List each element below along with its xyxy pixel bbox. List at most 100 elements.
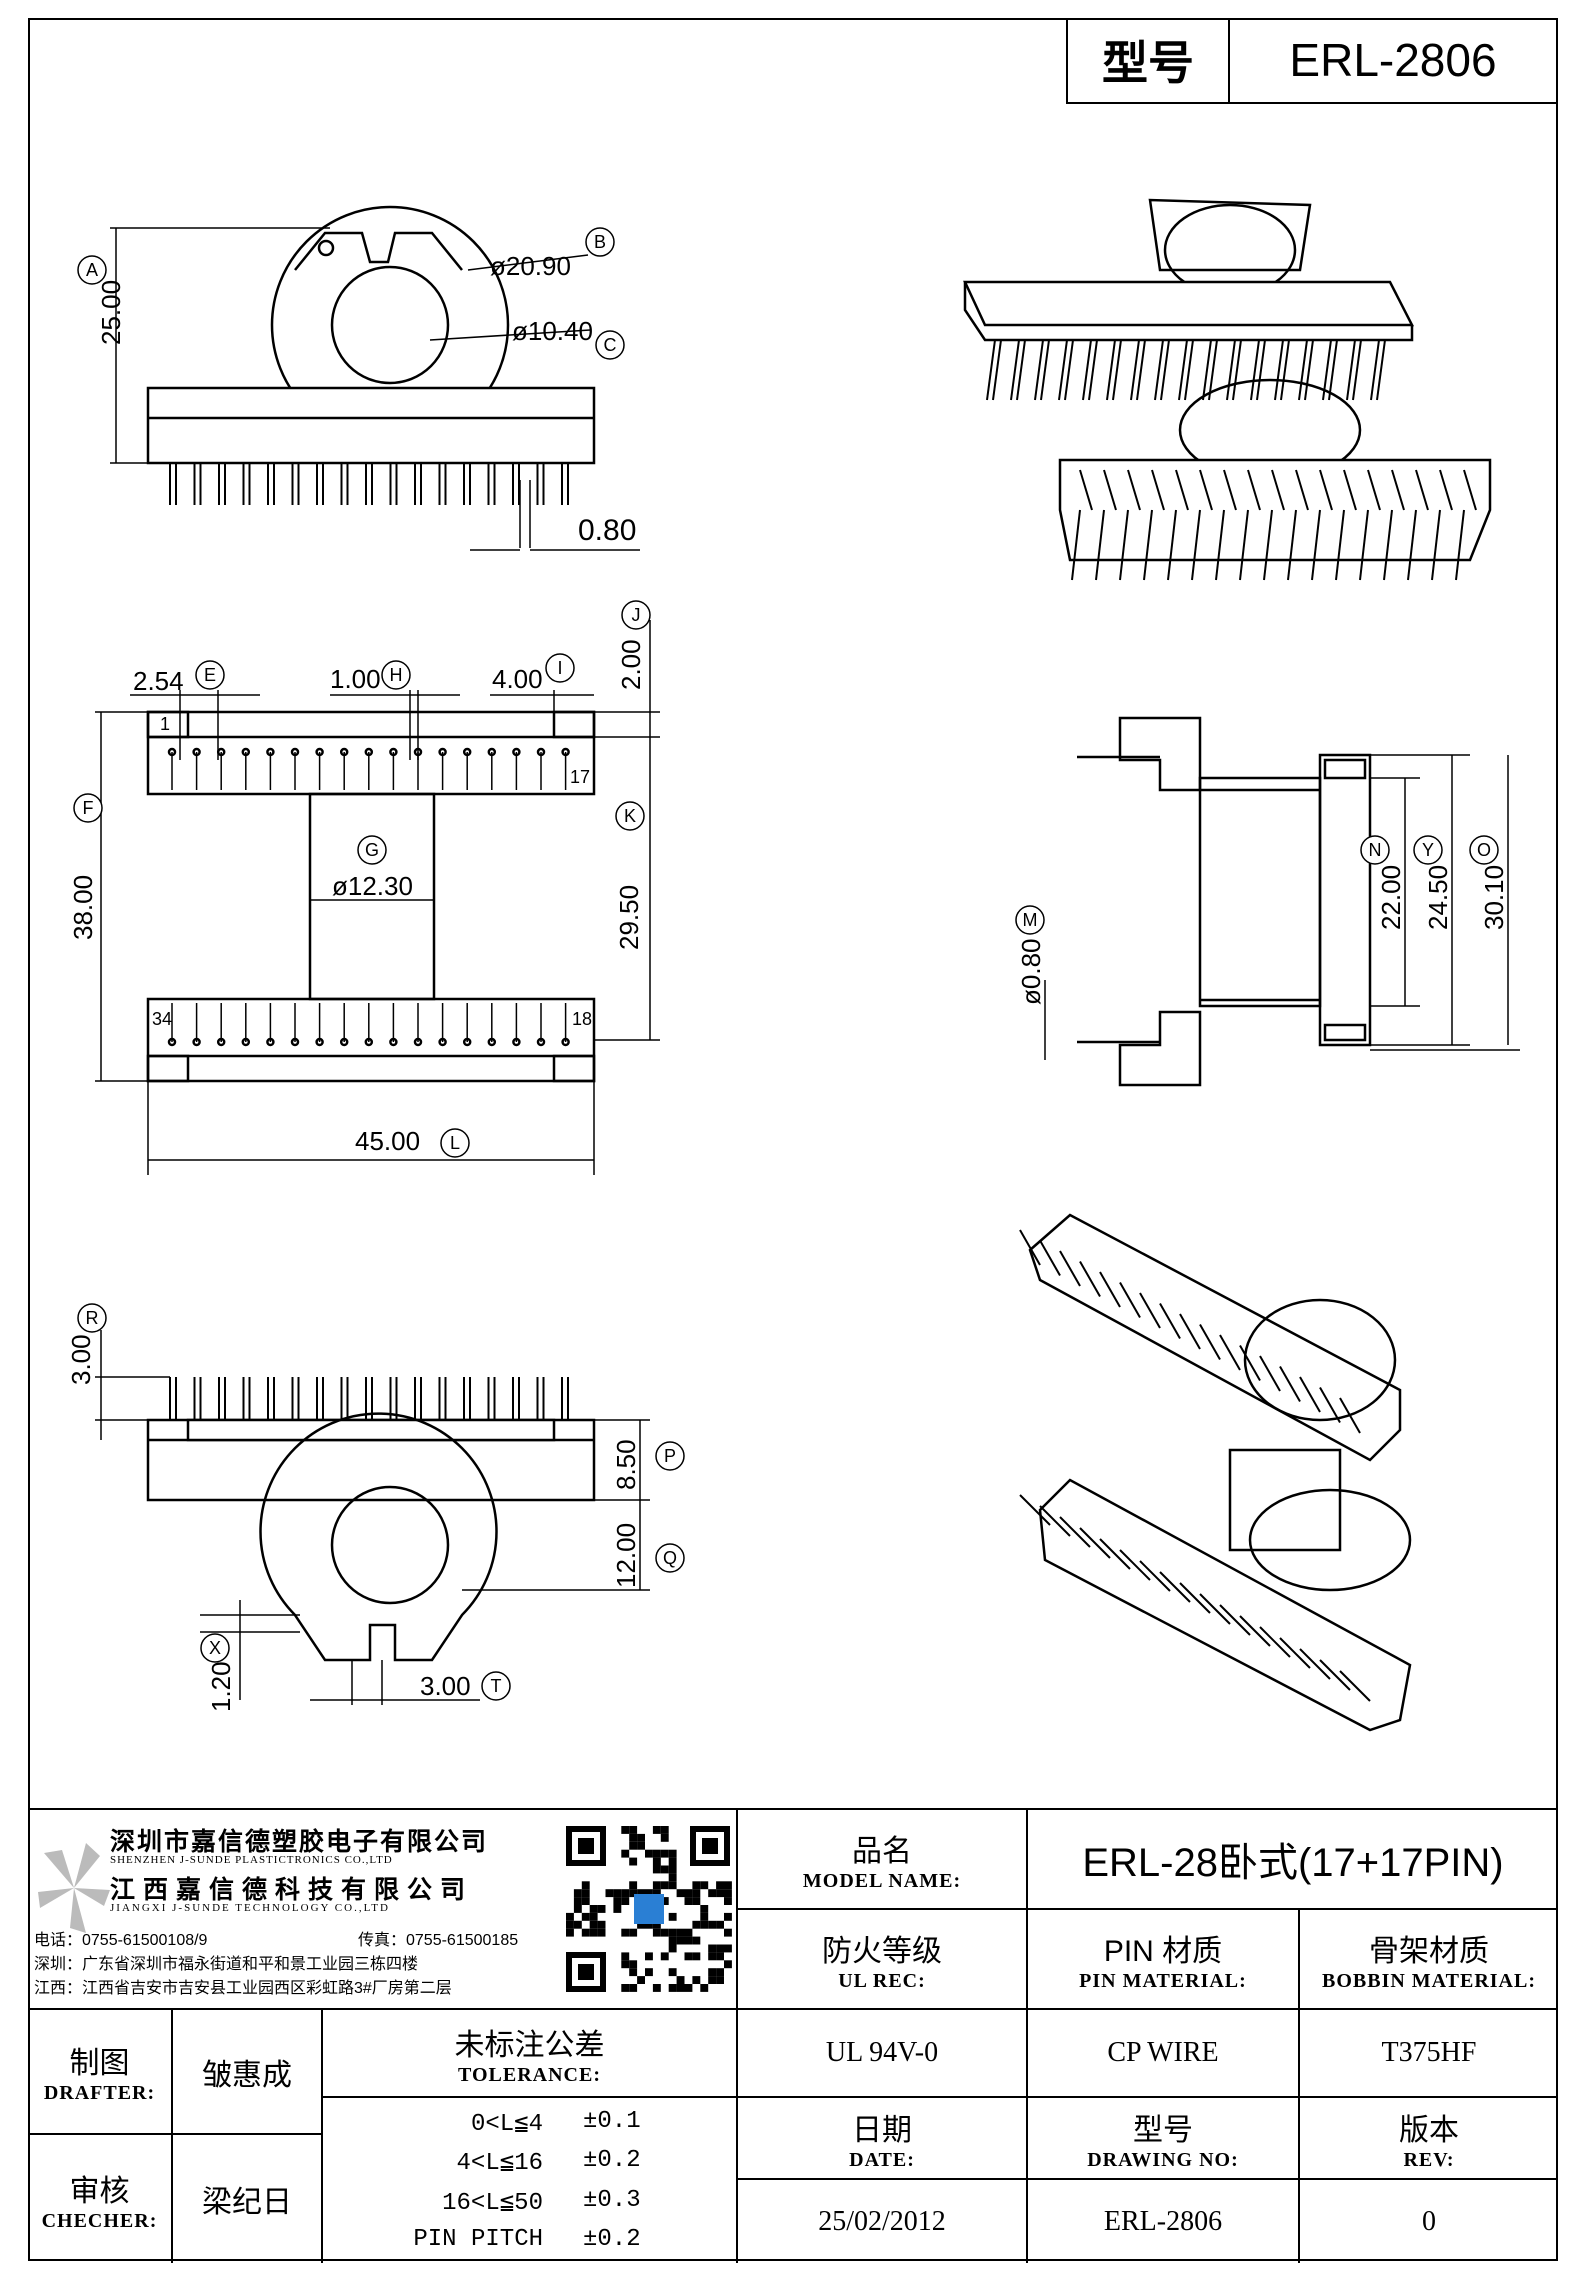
qr-module <box>668 1944 677 1953</box>
ref-marker-y: Y <box>1413 835 1443 865</box>
drawing-no-zh: 型号 <box>1133 2113 1193 2147</box>
pin <box>1219 1604 1251 1636</box>
pin <box>1239 509 1249 581</box>
svg-text:P: P <box>664 1446 676 1466</box>
svg-text:B: B <box>594 232 606 252</box>
ref-marker-j: J <box>621 600 651 630</box>
qr-module <box>629 1881 638 1890</box>
front-view <box>95 620 660 1175</box>
dim-l: 45.00 <box>355 1126 420 1156</box>
front-pins-bottom <box>167 1003 570 1047</box>
qr-module <box>652 1826 661 1834</box>
pin <box>1071 509 1081 581</box>
ref-marker-o: O <box>1469 835 1499 865</box>
drafter-zh: 制图 <box>69 2047 130 2080</box>
qr-module <box>684 1936 693 1945</box>
dim-q: 12.00 <box>611 1523 641 1588</box>
qr-module <box>692 1976 701 1984</box>
pin <box>1263 509 1273 581</box>
pin <box>1136 339 1146 401</box>
qr-module <box>581 1912 590 1921</box>
qr-module <box>581 1928 590 1937</box>
qr-module <box>573 1897 582 1905</box>
pin <box>1019 1494 1051 1526</box>
pin <box>1127 469 1141 511</box>
tolerance-table: 0<L≦4±0.1 4<L≦16±0.2 16<L≦50±0.3 PIN PIT… <box>323 2098 738 2263</box>
pin <box>1143 509 1153 581</box>
pin <box>1154 339 1164 401</box>
qr-module <box>716 1889 724 1898</box>
qr-module <box>637 1920 645 1929</box>
qr-module <box>724 1944 732 1953</box>
qr-module <box>613 1889 622 1898</box>
drafter-label-cell: 制图 DRAFTER: <box>28 2010 173 2135</box>
qr-module <box>668 1968 677 1977</box>
front-pins-top <box>167 747 570 790</box>
model-name-zh: 品名 <box>852 1834 912 1868</box>
qr-module <box>613 1905 622 1913</box>
pin <box>1391 469 1405 511</box>
tolerance-row: 4<L≦16±0.2 <box>323 2147 736 2177</box>
ref-marker-p: P <box>655 1441 685 1471</box>
model-name-value-cell: ERL-28卧式(17+17PIN) <box>1028 1810 1558 1910</box>
pin <box>1059 1516 1091 1548</box>
svg-text:L: L <box>450 1133 460 1153</box>
pin <box>1139 1292 1161 1329</box>
svg-text:X: X <box>209 1638 221 1658</box>
pin <box>1431 509 1441 581</box>
company-tel: 电话：0755-61500108/9 <box>34 1932 208 1949</box>
dim-r: 3.00 <box>66 1334 96 1385</box>
pin <box>1191 509 1201 581</box>
tolerance-label-cell: 未标注公差 TOLERANCE: <box>323 2010 738 2098</box>
pin <box>1199 469 1213 511</box>
company-name-sz-en: SHENZHEN J-SUNDE PLASTICTRONICS CO.,LTD <box>110 1854 393 1866</box>
qr-module <box>652 1889 661 1898</box>
qr-module <box>629 1968 638 1977</box>
drawing-no-label-cell: 型号 DRAWING NO: <box>1028 2098 1300 2180</box>
dim-p: 8.50 <box>611 1439 641 1490</box>
qr-module <box>589 1928 598 1937</box>
svg-text:A: A <box>86 260 98 280</box>
top-view <box>110 205 640 551</box>
dim-e: 2.54 <box>133 666 184 696</box>
qr-module <box>621 1889 630 1898</box>
pin <box>1346 339 1356 401</box>
pin <box>1019 1229 1041 1266</box>
pin <box>1274 339 1284 401</box>
qr-module <box>692 1897 701 1905</box>
qr-module <box>597 1928 606 1937</box>
pin <box>1232 339 1242 401</box>
company-name-jx: 江西嘉信德科技有限公司 <box>110 1876 474 1904</box>
dim-o: 30.10 <box>1479 865 1509 930</box>
pin <box>1339 1670 1371 1702</box>
pin <box>1099 1271 1121 1308</box>
qr-module <box>724 1881 732 1890</box>
pin <box>1059 1250 1081 1287</box>
pin-34-label: 34 <box>152 1009 172 1029</box>
company-fax: 传真：0755-61500185 <box>358 1932 519 1949</box>
qr-module <box>708 1976 717 1984</box>
company-block: 深圳市嘉信德塑胶电子有限公司 SHENZHEN J-SUNDE PLASTICT… <box>28 1810 738 2010</box>
qr-module <box>708 1944 717 1953</box>
qr-module <box>660 1881 669 1890</box>
qr-module <box>605 1889 614 1898</box>
qr-module <box>621 1928 630 1937</box>
pin <box>1159 1571 1191 1603</box>
pin <box>1223 469 1237 511</box>
pin <box>986 339 996 401</box>
pin <box>1367 469 1381 511</box>
pin <box>1215 509 1225 581</box>
bobbin-material-en: BOBBIN MATERIAL: <box>1322 1969 1536 1992</box>
svg-text:K: K <box>624 806 636 826</box>
ref-marker-e: E <box>195 660 225 690</box>
qr-module <box>597 1920 606 1929</box>
pin <box>1455 509 1465 581</box>
qr-module <box>652 1849 661 1858</box>
pin <box>1167 509 1177 581</box>
iso-pins-top <box>986 339 1386 401</box>
qr-module <box>708 1952 717 1961</box>
qr-module <box>629 1826 638 1834</box>
pin <box>1202 339 1212 401</box>
pin-1-label: 1 <box>160 714 170 734</box>
qr-module <box>621 1960 630 1969</box>
